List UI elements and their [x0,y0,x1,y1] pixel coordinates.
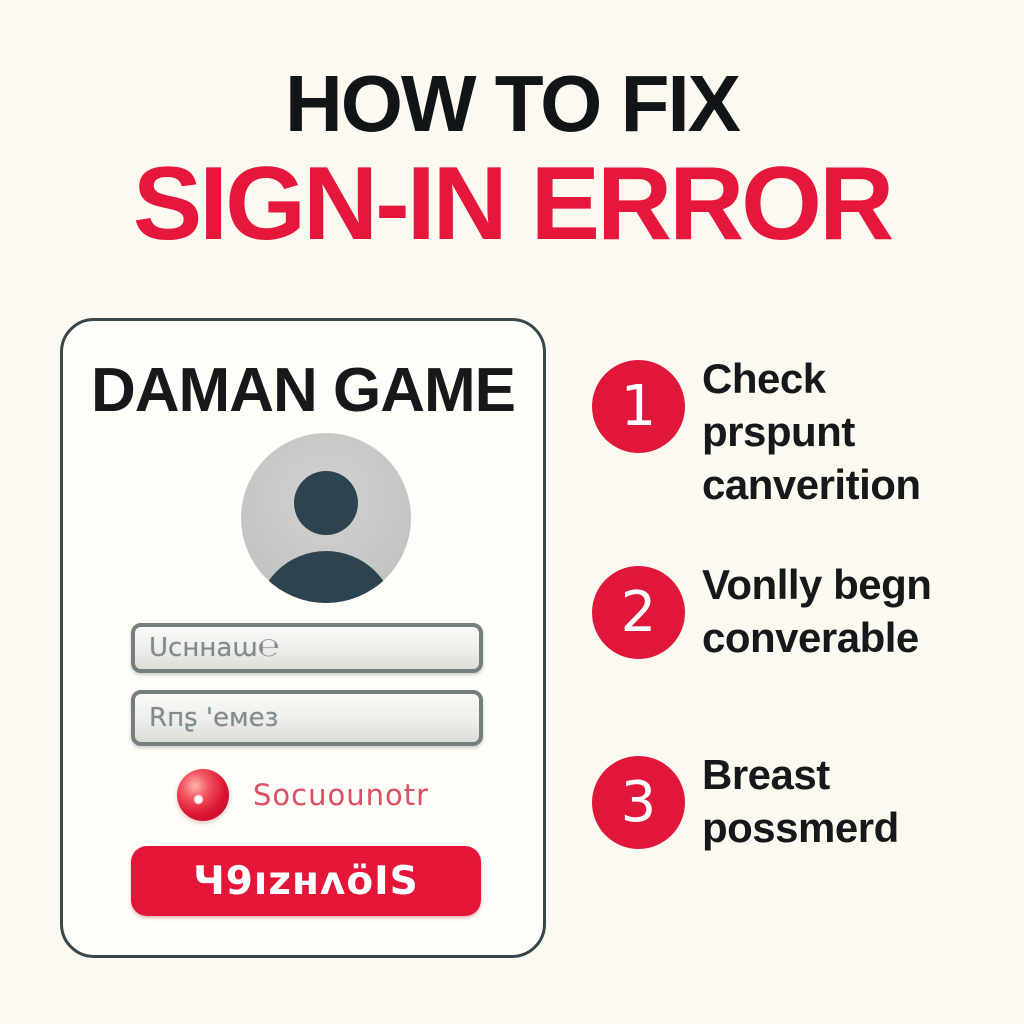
signin-button-label: Ч9ızнʌöIS [193,858,419,904]
username-field-frame [131,623,483,673]
step-3-text: Breast possmerd [702,751,899,851]
username-input[interactable] [135,627,479,669]
captcha-row: Socuounotr [63,768,543,822]
step-3-number-badge: 3 [592,756,685,849]
red-sphere-icon[interactable] [176,769,229,821]
password-field-frame [131,690,483,746]
step-3: 3 Breast possmerd [592,748,1024,854]
captcha-label: Socuounotr [252,778,429,812]
headline-line2: SIGN-IN ERROR [132,146,894,262]
step-1-text: Check prspunt canverition [702,355,921,508]
password-input[interactable] [135,694,479,742]
sphere-highlight [193,795,203,804]
step-2: 2 Vonlly begn converable [592,558,1024,664]
step-2-number-badge: 2 [592,566,685,659]
avatar [241,433,411,603]
user-silhouette-icon [294,471,358,535]
step-1-number-badge: 1 [592,360,685,453]
signin-button[interactable]: Ч9ızнʌöIS [131,846,481,916]
headline-line1: HOW TO FIX [284,59,741,148]
step-1: 1 Check prspunt canverition [592,352,1024,511]
step-2-text: Vonlly begn converable [702,561,932,661]
app-title: DAMAN GAME [91,356,516,425]
login-card: DAMAN GAME Socuounotr Ч9ızнʌöIS [60,318,546,958]
user-silhouette-icon [256,551,396,603]
